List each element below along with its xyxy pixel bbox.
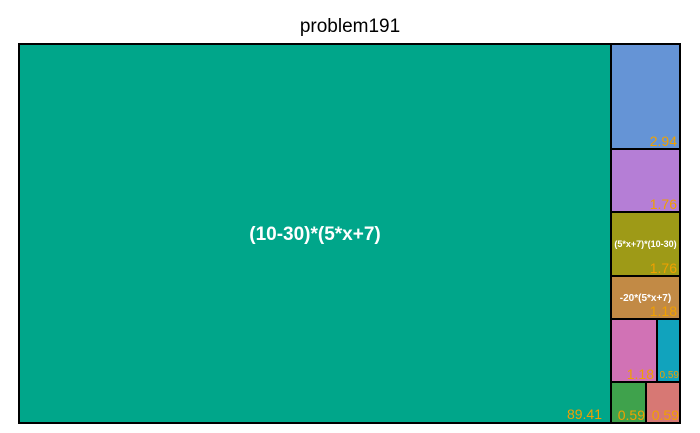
tile-value-label: 1.76 <box>650 260 677 276</box>
treemap-tile: -20*(5*x+7)1.18 <box>610 275 681 320</box>
treemap-tile: 0.59 <box>645 381 681 424</box>
tile-value-label: 1.18 <box>627 366 654 382</box>
treemap-tile: (10-30)*(5*x+7) 89.41 <box>18 43 612 424</box>
tile-value-label: 0.59 <box>618 407 645 423</box>
tile-value-label: 2.94 <box>650 133 677 149</box>
tile-name-label: -20*(5*x+7) <box>620 293 671 304</box>
tile-value-label: 89.41 <box>567 406 602 422</box>
treemap-tile: 1.18 <box>610 318 658 383</box>
tile-name-label: (5*x+7)*(10-30) <box>614 239 676 249</box>
treemap-tile-rect <box>610 148 681 213</box>
treemap-tile-rect <box>610 211 681 277</box>
tile-value-label: 1.76 <box>650 196 677 212</box>
treemap-tile-rect <box>645 381 681 424</box>
tile-value-label: 1.18 <box>650 303 677 319</box>
tile-value-label: 0.59 <box>652 407 679 423</box>
treemap-tile: 1.76 <box>610 148 681 213</box>
treemap-tile: 0.59 <box>610 381 647 424</box>
treemap-tile-rect <box>610 381 647 424</box>
treemap-tile: (5*x+7)*(10-30) 1.76 <box>610 211 681 277</box>
tile-value-label: 0.59 <box>660 370 680 381</box>
treemap-tile-rect <box>610 318 658 383</box>
treemap-tile: 0.59 <box>656 318 681 383</box>
chart-title: problem191 <box>299 16 401 37</box>
treemap-tile: 2.94 <box>610 43 681 150</box>
tile-name-label: (10-30)*(5*x+7) <box>249 224 381 245</box>
